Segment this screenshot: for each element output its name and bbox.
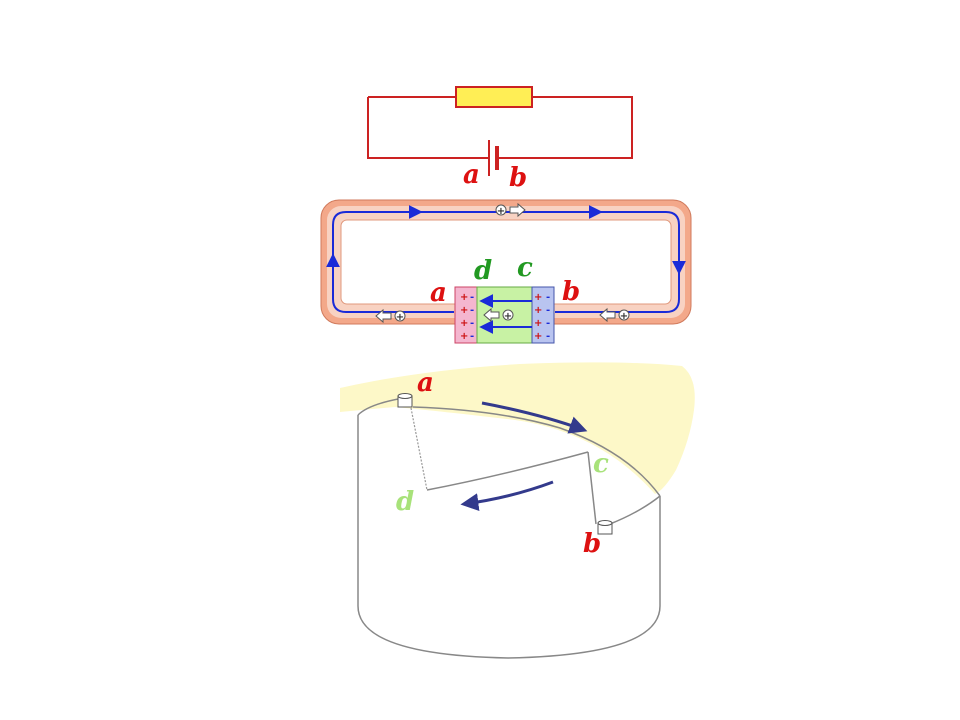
charge-marker-inside: + — [483, 307, 514, 323]
svg-text:-: - — [470, 331, 474, 342]
hollow-arrow-right-icon — [509, 202, 526, 218]
cylinder-label-d: d — [396, 487, 414, 517]
svg-text:+: + — [534, 318, 542, 329]
cylinder-label-a: a — [417, 368, 434, 398]
cell-diagram: + + + + + + + + — [320, 199, 692, 344]
flow-arrow-a-to-c — [481, 401, 588, 434]
cut-path-c-b — [587, 451, 597, 525]
cylinder-top-rim — [357, 398, 661, 497]
svg-text:-: - — [546, 292, 550, 303]
svg-text:-: - — [546, 318, 550, 329]
hollow-arrow-left-icon — [375, 308, 392, 324]
cylinder-label-b: b — [583, 529, 601, 559]
electrolyte-left-signs: - - - - — [470, 292, 474, 342]
charge-marker-bottom-right: + — [599, 307, 630, 323]
plate-a-signs: + + + + — [460, 292, 468, 342]
cylinder-label-c: c — [593, 449, 609, 479]
circuit-wire — [367, 96, 633, 159]
svg-text:+: + — [460, 305, 468, 316]
charge-marker-bottom-left: + — [375, 308, 406, 324]
resistor — [455, 86, 533, 108]
terminal-a — [397, 393, 413, 408]
hollow-arrow-left-icon — [599, 307, 616, 323]
cut-path-b-rim — [609, 495, 661, 525]
cell-label-d: d — [474, 256, 492, 286]
simple-circuit: a b — [367, 86, 633, 193]
terminal-b — [597, 520, 613, 535]
plate-b-signs: - - - - — [546, 292, 550, 342]
svg-text:-: - — [470, 292, 474, 303]
cylinder-diagram: a c d b — [340, 362, 695, 659]
svg-text:+: + — [396, 312, 404, 323]
plate-b — [531, 286, 555, 344]
cell-label-b: b — [562, 277, 580, 307]
charge-marker-top: + — [495, 202, 526, 218]
svg-text:-: - — [546, 331, 550, 342]
cell-label-c: c — [517, 253, 533, 283]
svg-text:+: + — [534, 331, 542, 342]
svg-text:+: + — [460, 292, 468, 303]
cell-label-a: a — [430, 278, 447, 308]
cut-path-a-d — [410, 407, 428, 491]
svg-text:+: + — [620, 311, 628, 322]
cut-path-d-c — [426, 451, 589, 491]
svg-text:+: + — [534, 305, 542, 316]
svg-text:-: - — [470, 305, 474, 316]
circuit-terminal-a: a — [463, 160, 480, 190]
cylinder-body — [357, 415, 661, 659]
electrolyte-right-signs: + + + + — [534, 292, 542, 342]
svg-text:+: + — [497, 206, 505, 217]
svg-text:-: - — [470, 318, 474, 329]
svg-text:+: + — [534, 292, 542, 303]
svg-text:+: + — [460, 331, 468, 342]
field-region — [340, 362, 695, 494]
circuit-terminal-b: b — [509, 163, 527, 193]
flow-arrow-c-to-d — [460, 480, 554, 512]
svg-text:-: - — [546, 305, 550, 316]
hollow-arrow-left-icon — [483, 307, 500, 323]
svg-text:+: + — [504, 311, 512, 322]
svg-text:+: + — [460, 318, 468, 329]
